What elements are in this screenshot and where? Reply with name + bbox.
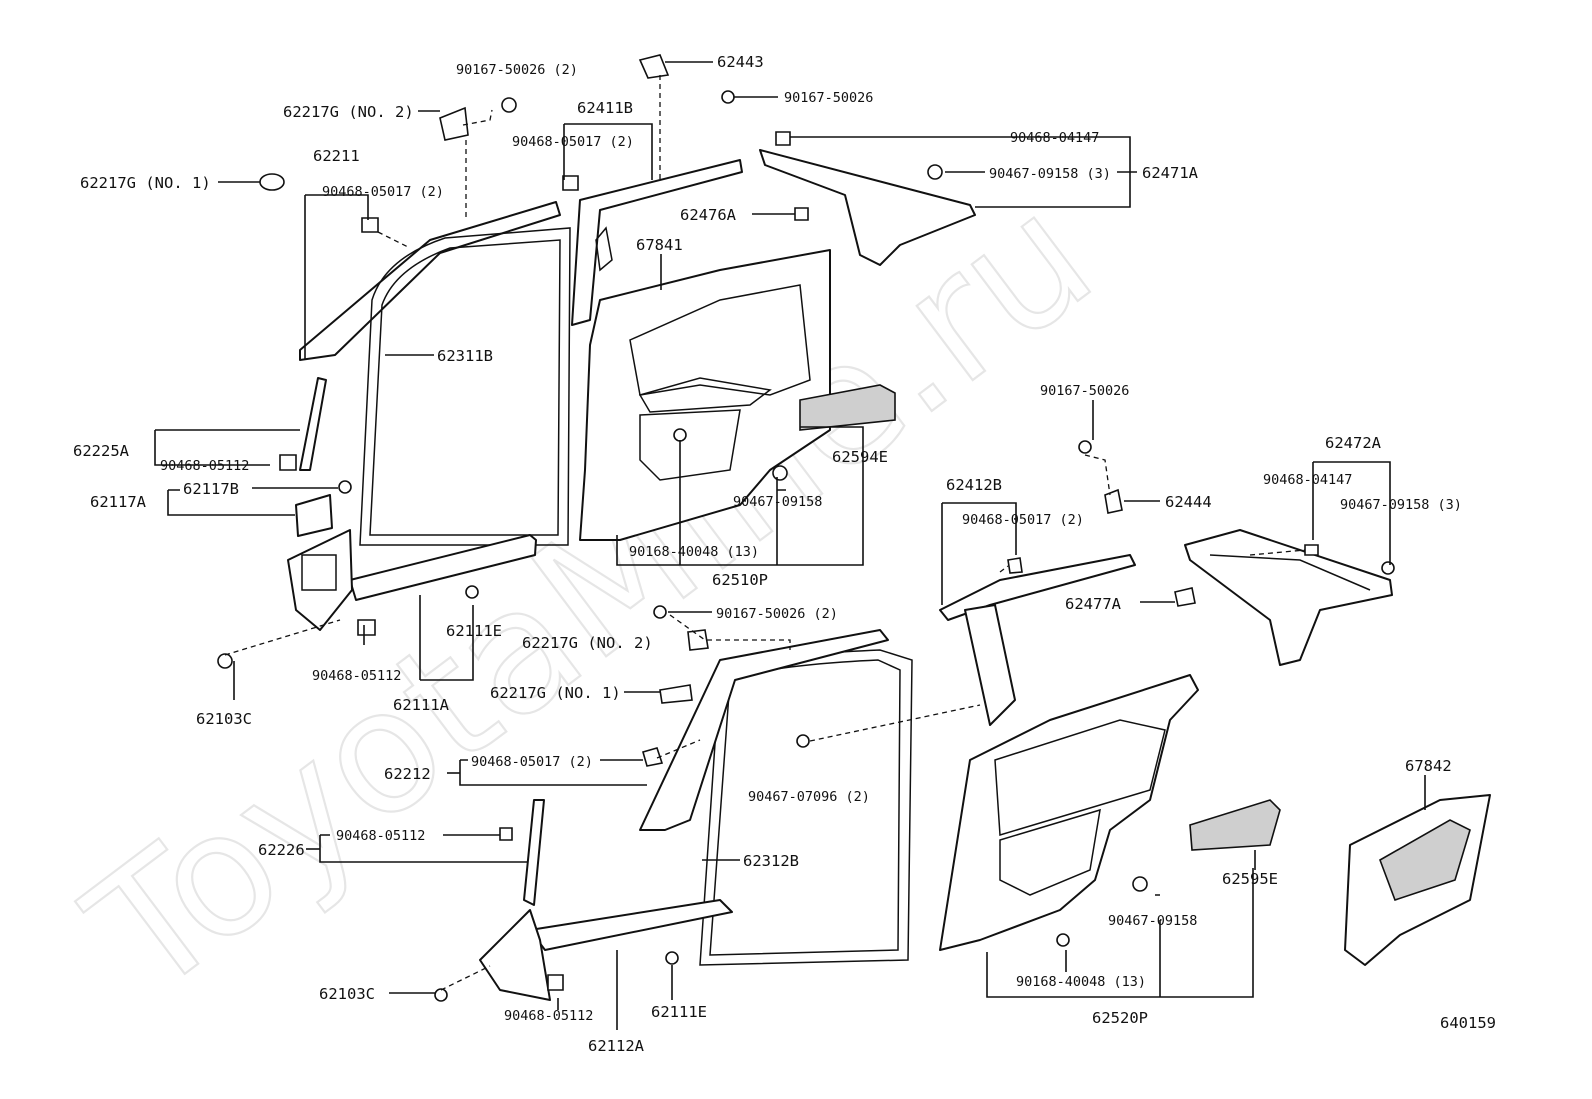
front-cover-plate (295, 494, 333, 537)
label-90468-05017-2-d: 90468-05017 (2) (471, 754, 593, 770)
rear-door-weatherstrip-b (699, 649, 913, 966)
label-62117A: 62117A (90, 493, 147, 511)
label-62212: 62212 (384, 765, 431, 783)
front-kick-panel (287, 529, 353, 631)
part-labels: 62443 90167-50026 (2) 90167-50026 62217G… (73, 53, 1496, 1055)
label-62217G-no1-mid: 62217G (NO. 1) (490, 684, 621, 702)
label-90468-05112-c: 90468-05112 (336, 828, 425, 844)
label-90467-09158-a: 90467-09158 (733, 494, 822, 510)
label-90468-05112-d: 90468-05112 (504, 1008, 593, 1024)
label-90467-09158-b: 90467-09158 (1108, 913, 1197, 929)
rear-door-pillar-garnish (571, 159, 743, 326)
label-90467-09158-3-a: 90467-09158 (3) (989, 166, 1111, 182)
label-90167-50026-2-top: 90167-50026 (2) (456, 62, 578, 78)
label-62412B: 62412B (946, 476, 1002, 494)
fastener-glyphs (217, 54, 1395, 1002)
label-90167-50026-2-mid: 90167-50026 (2) (716, 606, 838, 622)
label-90468-05017-2-a: 90468-05017 (2) (512, 134, 634, 150)
label-62312B: 62312B (743, 852, 799, 870)
rear-door-trim-board-b (939, 674, 1199, 951)
label-62311B: 62311B (437, 347, 493, 365)
rear-armrest (799, 384, 896, 431)
label-90468-04147-a: 90468-04147 (1010, 130, 1099, 146)
front-scuff-plate (349, 534, 537, 601)
label-62111A: 62111A (393, 696, 450, 714)
figure-code: 640159 (1440, 1014, 1496, 1032)
label-90468-04147-b: 90468-04147 (1263, 472, 1352, 488)
rear-kick-panel (479, 909, 551, 1001)
label-90467-09158-3-b: 90467-09158 (3) (1340, 497, 1462, 513)
label-62472A: 62472A (1325, 434, 1382, 452)
center-pillar-lower-garnish (639, 629, 889, 831)
label-62111E-a: 62111E (446, 622, 502, 640)
label-67841: 67841 (636, 236, 683, 254)
dashed-alignment-lines (224, 75, 1306, 991)
label-90167-50026-top: 90167-50026 (784, 90, 873, 106)
label-62443: 62443 (717, 53, 764, 71)
label-62111E-b: 62111E (651, 1003, 707, 1021)
label-62112A: 62112A (588, 1037, 645, 1055)
label-62594E: 62594E (832, 448, 888, 466)
label-62217G-no2-top: 62217G (NO. 2) (283, 103, 414, 121)
label-90468-05017-2-b: 90468-05017 (2) (322, 184, 444, 200)
leader-lines (154, 61, 1426, 1030)
label-62477A: 62477A (1065, 595, 1122, 613)
label-62476A: 62476A (680, 206, 737, 224)
front-a-pillar-garnish (299, 201, 561, 361)
rear-package-tray-trim (759, 149, 976, 266)
label-90468-05112-b: 90468-05112 (312, 668, 401, 684)
label-62411B: 62411B (577, 99, 633, 117)
label-90468-05017-2-c: 90468-05017 (2) (962, 512, 1084, 528)
label-90467-07096-2: 90467-07096 (2) (748, 789, 870, 805)
label-62103C-b: 62103C (319, 985, 375, 1003)
label-62117B: 62117B (183, 480, 239, 498)
label-62211: 62211 (313, 147, 360, 165)
label-67842: 67842 (1405, 757, 1452, 775)
label-62103C-a: 62103C (196, 710, 252, 728)
rear-door-trim-board (579, 249, 831, 541)
rear-armrest-b (1189, 799, 1281, 851)
label-62217G-no1-top: 62217G (NO. 1) (80, 174, 211, 192)
front-door-weatherstrip (359, 227, 571, 546)
label-90468-05112-a: 90468-05112 (160, 458, 249, 474)
label-62444: 62444 (1165, 493, 1212, 511)
label-62471A: 62471A (1142, 164, 1199, 182)
label-62226: 62226 (258, 841, 305, 859)
rear-door-frame-garnish (939, 554, 1136, 726)
front-weatherstrip-strip (299, 377, 327, 471)
label-90167-50026-mid: 90167-50026 (1040, 383, 1129, 399)
label-62217G-no2-mid: 62217G (NO. 2) (522, 634, 653, 652)
label-90168-40048-13-b: 90168-40048 (13) (1016, 974, 1146, 990)
center-pillar-strip (523, 799, 545, 906)
label-62595E: 62595E (1222, 870, 1278, 888)
label-62225A: 62225A (73, 442, 130, 460)
label-90168-40048-13-a: 90168-40048 (13) (629, 544, 759, 560)
label-62510P: 62510P (712, 571, 768, 589)
label-62520P: 62520P (1092, 1009, 1148, 1027)
quarter-panel-pocket (1344, 794, 1491, 966)
rear-quarter-trim (1184, 529, 1393, 666)
